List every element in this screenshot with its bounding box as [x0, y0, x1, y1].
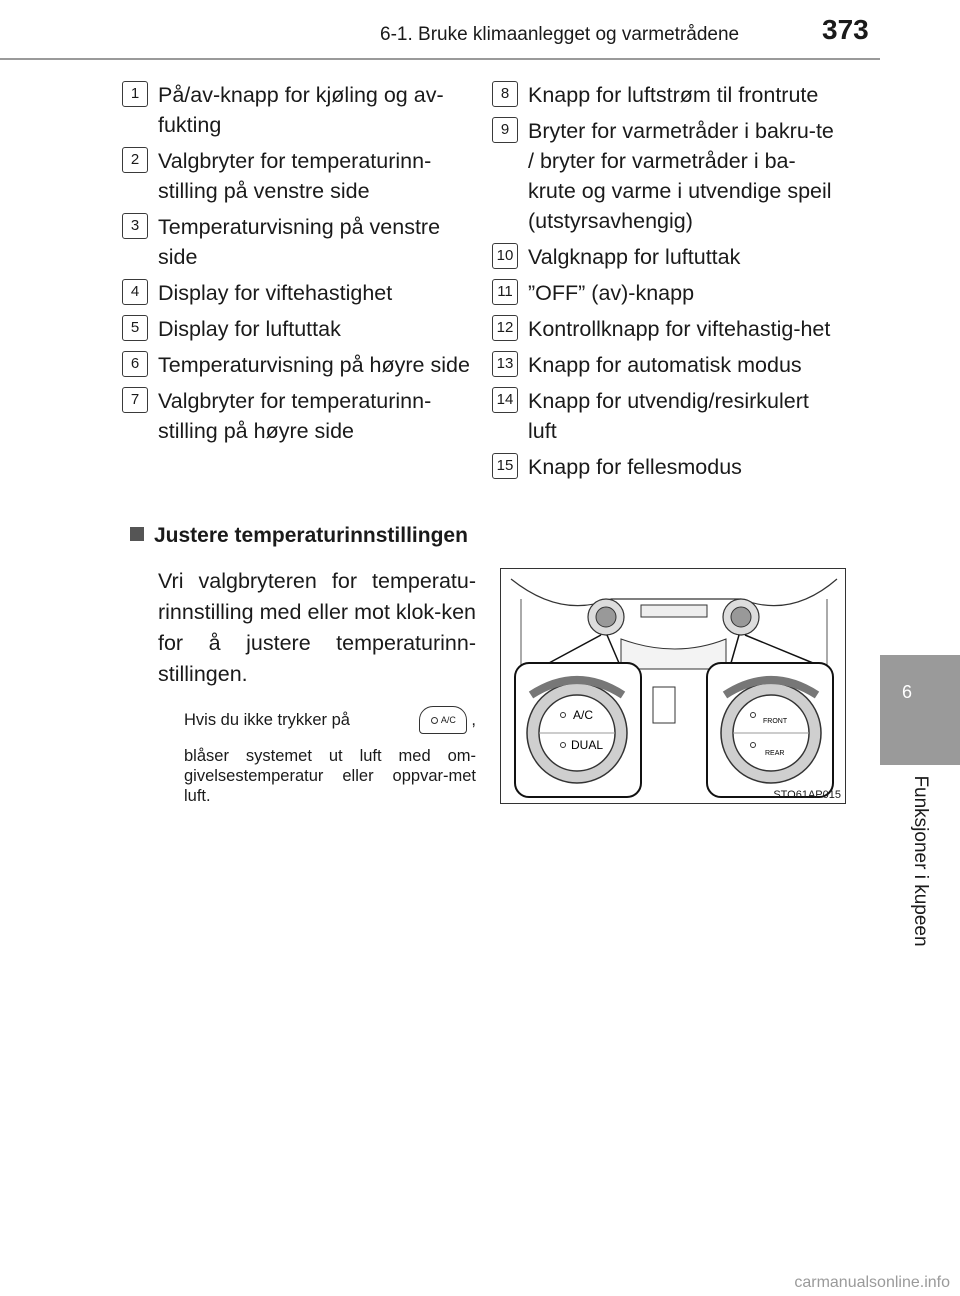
- item-number-badge: 11: [492, 279, 518, 305]
- item-number-badge: 1: [122, 81, 148, 107]
- ac-knob-label: A/C: [573, 708, 593, 722]
- legend-item-text: Valgbryter for temperaturinn-stilling på…: [158, 149, 432, 203]
- ac-button-icon: A/C: [419, 706, 468, 734]
- legend-item-text: Temperaturvisning på høyre side: [158, 353, 470, 377]
- legend-item: 3 Temperaturvisning på venstre side: [122, 212, 472, 272]
- note-after-text: blåser systemet ut luft med om-givelsest…: [184, 747, 476, 805]
- climate-control-figure: A/C DUAL FRONT REAR STO61AP015: [500, 568, 846, 804]
- legend-item-text: Knapp for luftstrøm til frontrute: [528, 83, 819, 107]
- section-title: 6-1. Bruke klimaanlegget og varmetrådene: [380, 24, 740, 45]
- legend-item-text: ”OFF” (av)-knapp: [528, 281, 695, 305]
- legend-item: 14 Knapp for utvendig/resirkulert luft: [492, 386, 842, 446]
- legend-item: 11 ”OFF” (av)-knapp: [492, 278, 842, 308]
- legend-item: 13 Knapp for automatisk modus: [492, 350, 842, 380]
- legend-item-text: Display for viftehastighet: [158, 281, 393, 305]
- legend-item-text: Knapp for automatisk modus: [528, 353, 802, 377]
- chapter-title: Funksjoner i kupeen: [910, 775, 931, 947]
- heading-square-icon: [130, 527, 144, 541]
- section-body: Vri valgbryteren for temperatu-rinnstill…: [158, 569, 476, 686]
- note-comma: ,: [471, 711, 476, 729]
- legend-item-text: Valgbryter for temperaturinn-stilling på…: [158, 389, 432, 443]
- item-number-badge: 6: [122, 351, 148, 377]
- climate-control-illustration: A/C DUAL FRONT REAR: [510, 578, 838, 798]
- legend-item: 2 Valgbryter for temperaturinn-stilling p…: [122, 146, 472, 206]
- note: Hvis du ikke trykker på A/C , blåser sys…: [184, 706, 476, 806]
- legend-item-text: Bryter for varmetråder i bakru-te / bryt…: [528, 119, 834, 233]
- ac-button-label: A/C: [440, 715, 456, 725]
- legend-column-right: 8 Knapp for luftstrøm til frontrute 9 Bryt…: [492, 80, 842, 488]
- chapter-side-tab: [880, 655, 960, 765]
- legend-item-text: Knapp for fellesmodus: [528, 455, 742, 479]
- note-before-text: Hvis du ikke trykker på: [184, 711, 350, 729]
- legend-item: 4 Display for viftehastighet: [122, 278, 472, 308]
- legend-item: 8 Knapp for luftstrøm til frontrute: [492, 80, 842, 110]
- header-rule: [0, 58, 880, 60]
- item-number-badge: 13: [492, 351, 518, 377]
- legend-item: 9 Bryter for varmetråder i bakru-te / bry…: [492, 116, 842, 236]
- legend-column-left: 1 På/av-knapp for kjøling og av-fukting 2…: [122, 80, 472, 452]
- legend-item: 12 Kontrollknapp for viftehastig-het: [492, 314, 842, 344]
- legend-item: 7 Valgbryter for temperaturinn-stilling p…: [122, 386, 472, 446]
- legend-item-text: Kontrollknapp for viftehastig-het: [528, 317, 831, 341]
- section-heading-text: Justere temperaturinnstillingen: [154, 524, 468, 547]
- chapter-number: 6: [902, 682, 913, 702]
- rear-knob-label: REAR: [765, 750, 784, 757]
- dual-knob-label: DUAL: [571, 738, 603, 752]
- legend-item-text: Display for luftuttak: [158, 317, 341, 341]
- front-knob-label: FRONT: [763, 718, 788, 725]
- figure-code: STO61AP015: [773, 789, 841, 801]
- item-number-badge: 8: [492, 81, 518, 107]
- section-heading: Justere temperaturinnstillingen: [130, 524, 468, 548]
- footer-watermark: carmanualsonline.info: [794, 1274, 950, 1291]
- legend-item: 6 Temperaturvisning på høyre side: [122, 350, 472, 380]
- item-number-badge: 10: [492, 243, 518, 269]
- legend-item: 5 Display for luftuttak: [122, 314, 472, 344]
- item-number-badge: 2: [122, 147, 148, 173]
- page-number: 373: [822, 14, 869, 45]
- item-number-badge: 7: [122, 387, 148, 413]
- legend-item-text: Knapp for utvendig/resirkulert luft: [528, 389, 809, 443]
- legend-item-text: Valgknapp for luftuttak: [528, 245, 741, 269]
- item-number-badge: 12: [492, 315, 518, 341]
- item-number-badge: 5: [122, 315, 148, 341]
- item-number-badge: 3: [122, 213, 148, 239]
- item-number-badge: 15: [492, 453, 518, 479]
- item-number-badge: 14: [492, 387, 518, 413]
- item-number-badge: 4: [122, 279, 148, 305]
- legend-item-text: Temperaturvisning på venstre side: [158, 215, 441, 269]
- legend-item: 10 Valgknapp for luftuttak: [492, 242, 842, 272]
- legend-item-text: På/av-knapp for kjøling og av-fukting: [158, 83, 444, 137]
- item-number-badge: 9: [492, 117, 518, 143]
- legend-item: 15 Knapp for fellesmodus: [492, 452, 842, 482]
- legend-item: 1 På/av-knapp for kjøling og av-fukting: [122, 80, 472, 140]
